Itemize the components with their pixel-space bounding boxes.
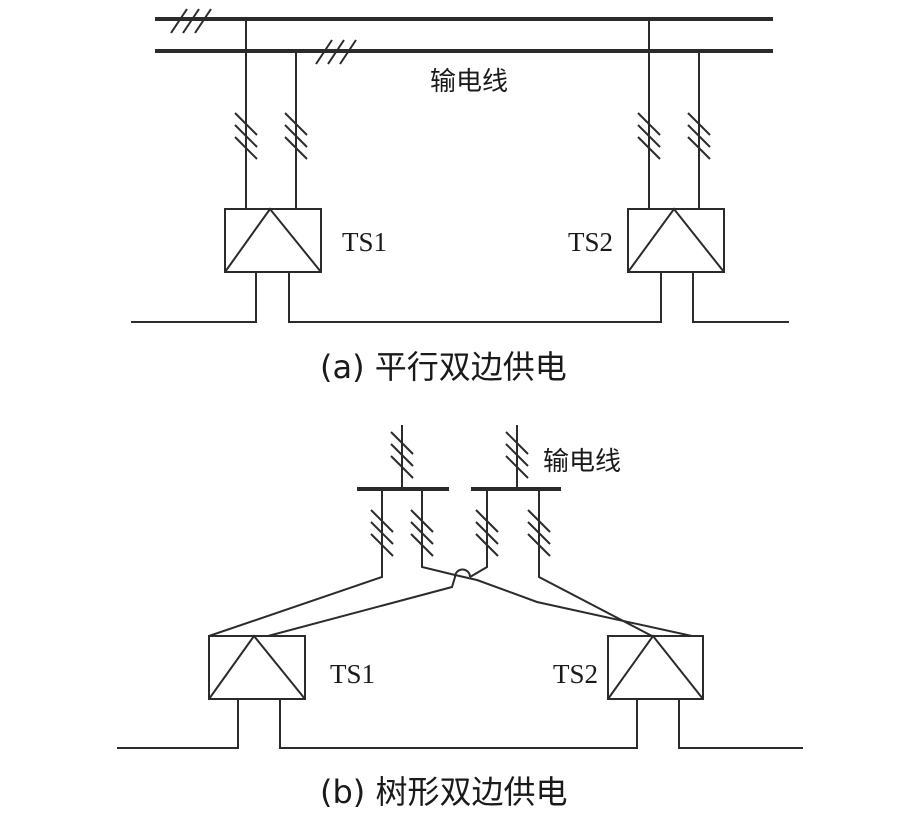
transmission-line-label-b: 输电线 [543, 447, 621, 477]
ts1-label-a: TS1 [342, 227, 387, 257]
caption-b: (b) 树形双边供电 [320, 773, 567, 811]
transformer-box [224, 208, 322, 273]
ts2-label-b: TS2 [553, 659, 598, 689]
three-phase-mark-feeder-4 [527, 509, 551, 557]
contact-line-section-middle-b [279, 699, 638, 749]
feeder-left-to-ts2 [421, 489, 693, 637]
traction-substation-ts1-b [208, 634, 306, 700]
caption-a: (a) 平行双边供电 [320, 348, 567, 386]
transformer-box [208, 635, 306, 700]
ts1-output-left-b [117, 699, 239, 749]
feeder-left-to-ts1 [208, 489, 383, 637]
ts1-label-b: TS1 [330, 659, 375, 689]
feeder-right-to-ts1-upper [469, 489, 488, 578]
transformer-symbol-icon [224, 207, 322, 273]
three-phase-mark-bus-2 [315, 39, 357, 65]
diagram-b-tree: 输电线 [117, 425, 803, 811]
contact-line-section-middle-a [288, 272, 662, 323]
diagram-a-parallel: 输电线 TS1 [131, 8, 789, 386]
three-phase-mark-ts1-feeder-1 [234, 112, 258, 160]
ts2-output-right [692, 272, 789, 323]
feeder-right-to-ts1-crossover [267, 568, 471, 637]
three-phase-mark-incoming-left [390, 431, 414, 479]
three-phase-mark-bus-1 [170, 8, 212, 34]
three-phase-mark-ts2-feeder-2 [687, 112, 711, 160]
transformer-box [627, 208, 725, 273]
transformer-symbol-icon [607, 634, 704, 700]
ts2-label-a: TS2 [568, 227, 613, 257]
transformer-box [607, 635, 704, 700]
feeder-right-to-ts2 [538, 489, 653, 637]
traction-substation-ts1-a [224, 207, 322, 273]
three-phase-mark-feeder-2 [410, 509, 434, 557]
three-phase-mark-ts1-feeder-2 [284, 112, 308, 160]
transmission-line-label-a: 输电线 [430, 67, 508, 97]
three-phase-mark-incoming-right [505, 431, 529, 479]
three-phase-mark-feeder-1 [370, 509, 394, 557]
three-phase-mark-ts2-feeder-1 [637, 112, 661, 160]
ts1-output-left [131, 272, 257, 323]
traction-substation-ts2-b [607, 634, 704, 700]
ts2-output-right-b [678, 699, 803, 749]
transformer-symbol-icon [627, 207, 725, 273]
three-phase-mark-feeder-3 [475, 509, 499, 557]
transformer-symbol-icon [208, 634, 306, 700]
traction-substation-ts2-a [627, 207, 725, 273]
